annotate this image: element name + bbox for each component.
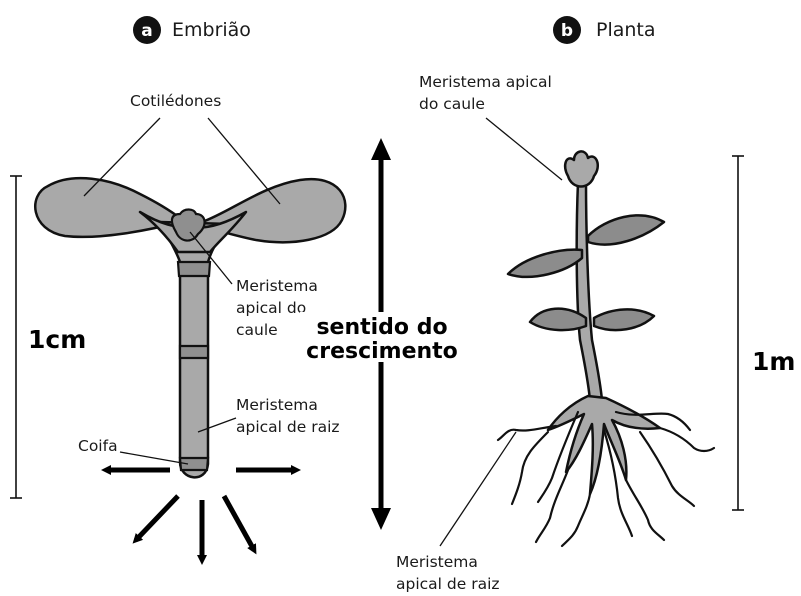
growth-arrowhead-up [371, 138, 391, 160]
embryo-illustration [34, 176, 347, 479]
leader-plant-shoot-meristem [485, 117, 563, 181]
label-embryo-root-meristem-2: apical de raiz [236, 418, 340, 436]
embryo-shoot-meristem [170, 208, 206, 242]
embryo-growth-arrows [101, 465, 301, 565]
label-cotyledons: Cotilédones [130, 92, 221, 110]
growth-arrowhead-down [371, 508, 391, 530]
root-cap-band [178, 456, 210, 472]
leaf-upper-left [506, 248, 584, 279]
scale-label-m: 1m [752, 347, 795, 376]
panel-a: a Embrião Cotilédones Meristema apical d… [10, 16, 347, 565]
label-plant-shoot-meristem-1: Meristema apical [419, 73, 552, 91]
growth-label-bg [300, 312, 462, 362]
scale-label-cm: 1cm [28, 325, 86, 354]
leaf-lower-left [528, 307, 588, 332]
badge-a [133, 16, 161, 44]
panel-b: b Planta [396, 16, 795, 593]
leader-embryo-root-meristem [197, 417, 237, 433]
badge-b-text: b [561, 21, 573, 41]
leader-cotyledon-right [207, 117, 281, 205]
arrow-down-left [132, 494, 180, 544]
badge-b [553, 16, 581, 44]
leaf-upper-right [586, 214, 666, 246]
fine-roots [496, 410, 716, 548]
plant-illustration [506, 150, 666, 496]
leader-cotyledon-left [83, 117, 161, 197]
label-embryo-root-meristem-1: Meristema [236, 396, 318, 414]
growth-direction: sentido do crescimento [300, 138, 462, 530]
arrow-down-right [221, 494, 257, 555]
label-plant-root-meristem-1: Meristema [396, 553, 478, 571]
label-embryo-shoot-meristem-3: caule [236, 321, 278, 339]
plant-stem [575, 180, 604, 402]
stem-band-top [176, 260, 212, 278]
leader-root-cap [119, 451, 189, 465]
scale-bar-cm [10, 175, 22, 499]
scale-bar-m [732, 155, 744, 511]
cotyledons-shape [34, 176, 347, 244]
stem-band-middle [178, 344, 210, 360]
label-plant-shoot-meristem-2: do caule [419, 95, 485, 113]
leaf-lower-right [592, 308, 656, 332]
label-embryo-shoot-meristem-1: Meristema [236, 277, 318, 295]
label-plant-root-meristem-2: apical de raiz [396, 575, 500, 593]
leader-plant-root-meristem [439, 431, 517, 547]
growth-label-line1: sentido do [316, 315, 447, 340]
leader-embryo-shoot-meristem [189, 231, 233, 285]
label-root-cap: Coifa [78, 437, 118, 455]
panel-a-title: Embrião [172, 19, 251, 41]
plant-apical-bud [563, 150, 599, 188]
badge-a-text: a [141, 21, 152, 41]
panel-b-title: Planta [596, 19, 656, 41]
growth-label-line2: crescimento [306, 339, 458, 364]
label-embryo-shoot-meristem-2: apical do [236, 299, 306, 317]
